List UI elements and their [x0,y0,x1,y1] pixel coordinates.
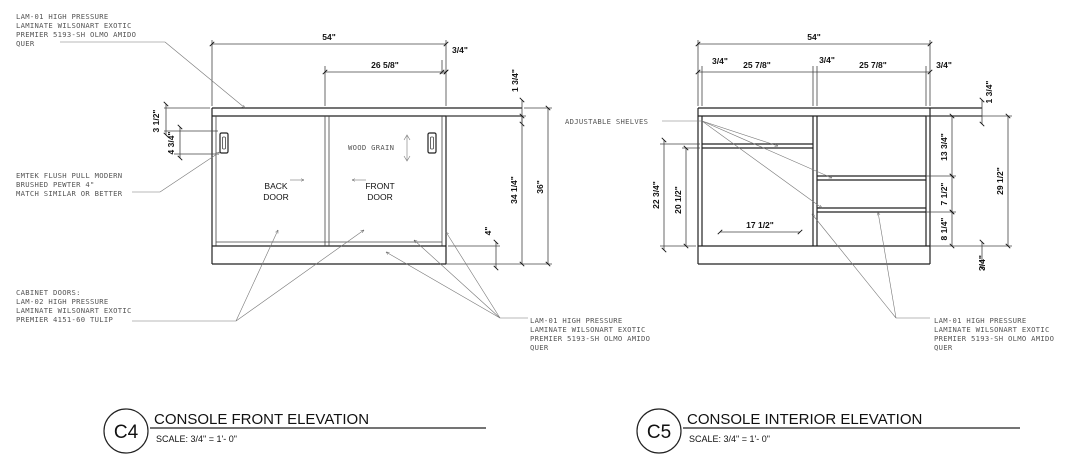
view-title-c5: CONSOLE INTERIOR ELEVATION [687,411,922,428]
dim-int-left-clear: 20 1/2" [673,186,683,214]
svg-text:MATCH SIMILAR OR BETTER: MATCH SIMILAR OR BETTER [16,189,123,198]
dim-int-right-side: 3/4" [936,60,952,70]
dim-int-overall-width: 54" [807,32,821,42]
svg-text:LAM-01 HIGH PRESSURE: LAM-01 HIGH PRESSURE [934,316,1027,325]
dim-int-right-upper: 13 3/4" [939,133,949,161]
dim-overall-width: 54" [322,32,336,42]
interior-dimensions: 54" 3/4" 25 7/8" 3/4" 25 7/8" 3/4" 1 3/4… [651,32,1012,271]
view-tag-c5: C5 [647,422,671,443]
view-tag-c4: C4 [114,422,139,443]
svg-text:EMTEK FLUSH PULL MODERN: EMTEK FLUSH PULL MODERN [16,171,122,180]
front-cabinet-outline [211,107,522,265]
view-scale-c4: SCALE: 3/4" = 1'- 0" [156,434,237,444]
dim-door-width: 26 5/8" [371,60,399,70]
svg-text:ADJUSTABLE SHELVES: ADJUSTABLE SHELVES [565,117,648,126]
svg-text:PREMIER 4151-60 TULIP: PREMIER 4151-60 TULIP [16,315,113,324]
back-door-label-line1: BACK [264,181,287,191]
note-interior-laminate: LAM-01 HIGH PRESSURE LAMINATE WILSONART … [812,212,1054,352]
title-block-c5: C5 CONSOLE INTERIOR ELEVATION SCALE: 3/4… [636,408,1020,454]
view-title-c4: CONSOLE FRONT ELEVATION [154,411,369,428]
back-door-label-line2: DOOR [263,192,289,202]
title-block-c4: C4 CONSOLE FRONT ELEVATION SCALE: 3/4" =… [103,408,486,454]
svg-text:QUER: QUER [530,343,549,352]
note-cabinet-doors: CABINET DOORS: LAM-02 HIGH PRESSURE LAMI… [16,230,364,324]
svg-text:LAM-01 HIGH PRESSURE: LAM-01 HIGH PRESSURE [16,12,109,21]
dim-top-offset: 3 1/2" [151,110,161,133]
dim-int-bay-right: 25 7/8" [859,60,887,70]
note-pull: EMTEK FLUSH PULL MODERN BRUSHED PEWTER 4… [16,152,220,198]
dim-top-thickness: 1 3/4" [510,69,520,92]
dim-int-center-panel: 3/4" [819,55,835,65]
note-body-laminate: LAM-01 HIGH PRESSURE LAMINATE WILSONART … [386,232,650,352]
svg-text:QUER: QUER [16,39,35,48]
svg-text:BRUSHED PEWTER 4": BRUSHED PEWTER 4" [16,180,95,189]
svg-text:LAMINATE WILSONART EXOTIC: LAMINATE WILSONART EXOTIC [16,306,132,315]
view-scale-c5: SCALE: 3/4" = 1'- 0" [689,434,770,444]
svg-text:LAMINATE WILSONART EXOTIC: LAMINATE WILSONART EXOTIC [530,325,646,334]
svg-text:LAM-01 HIGH PRESSURE: LAM-01 HIGH PRESSURE [530,316,623,325]
note-adjustable-shelves: ADJUSTABLE SHELVES [565,117,832,208]
dim-int-right-lower: 8 1/4" [939,218,949,241]
dim-int-left-side: 3/4" [712,56,728,66]
svg-text:QUER: QUER [934,343,953,352]
dim-int-shelf-width: 17 1/2" [746,220,774,230]
dim-int-top-thickness: 1 3/4" [984,81,994,104]
shelf-left [702,143,813,149]
dim-int-bay-left: 25 7/8" [743,60,771,70]
dim-overall-height: 36" [535,180,545,194]
interior-elevation: 54" 3/4" 25 7/8" 3/4" 25 7/8" 3/4" 1 3/4… [565,32,1054,454]
svg-text:LAM-02 HIGH PRESSURE: LAM-02 HIGH PRESSURE [16,297,109,306]
shelf-right-lower [817,207,926,213]
svg-text:LAMINATE WILSONART EXOTIC: LAMINATE WILSONART EXOTIC [16,21,132,30]
dim-base-height: 4" [483,227,493,236]
svg-text:PREMIER 5193-SH OLMO AMIDO: PREMIER 5193-SH OLMO AMIDO [530,334,650,343]
dim-int-right-mid: 7 1/2" [939,183,949,206]
shelf-right-upper [817,175,926,181]
svg-text:CABINET DOORS:: CABINET DOORS: [16,288,81,297]
svg-text:PREMIER 5193-SH OLMO AMIDO: PREMIER 5193-SH OLMO AMIDO [16,30,136,39]
svg-text:PREMIER 5193-SH OLMO AMIDO: PREMIER 5193-SH OLMO AMIDO [934,334,1054,343]
front-elevation: BACK DOOR FRONT DOOR WOOD GRAIN 54" 3/4"… [16,12,650,454]
front-door-label-line2: DOOR [367,192,393,202]
front-door-label-line1: FRONT [365,181,394,191]
dim-int-bottom: 3/4" [977,255,987,271]
interior-cabinet-outline [697,107,982,265]
svg-text:LAMINATE WILSONART EXOTIC: LAMINATE WILSONART EXOTIC [934,325,1050,334]
front-dimensions: 54" 3/4" 26 5/8" 1 3/4" 3 1/2" 4 3/4" 34… [151,32,552,271]
door-pull-right [427,132,437,154]
note-top-laminate: LAM-01 HIGH PRESSURE LAMINATE WILSONART … [16,12,245,108]
door-pull-left [219,132,229,154]
dim-int-right-total: 29 1/2" [995,167,1005,195]
dim-door-height: 34 1/4" [509,176,519,204]
dim-int-left-height: 22 3/4" [651,181,661,209]
wood-grain-note: WOOD GRAIN [348,143,394,152]
dim-pull-height: 4 3/4" [166,132,176,155]
dim-side-panel: 3/4" [452,45,468,55]
